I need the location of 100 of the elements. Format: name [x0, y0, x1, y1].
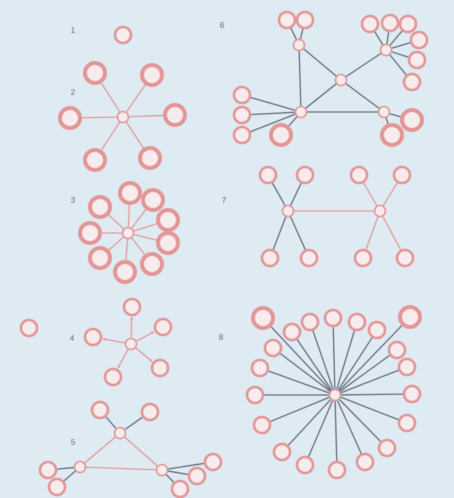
circle-node: [138, 146, 162, 170]
circle-node: [296, 10, 314, 30]
connector: [268, 370, 330, 394]
circle-node: [114, 26, 132, 44]
circle-node: [324, 308, 342, 328]
circle-node: [84, 328, 102, 346]
circle-node: [140, 402, 160, 422]
circle-node: [122, 226, 134, 240]
circle-node: [154, 318, 172, 336]
circle-node: [282, 322, 302, 342]
circle-node: [398, 14, 418, 34]
connector: [346, 83, 380, 109]
circle-node: [400, 108, 424, 132]
circle-node: [204, 452, 222, 472]
connector: [131, 209, 146, 228]
circle-node: [296, 166, 314, 184]
circle-node: [118, 181, 142, 205]
circle-node: [58, 106, 82, 130]
circle-node: [258, 166, 278, 184]
connector: [131, 238, 146, 255]
connector: [338, 399, 381, 442]
circle-node: [140, 63, 164, 87]
circle-node: [402, 384, 422, 404]
connector: [280, 353, 330, 392]
circle-node: [398, 414, 416, 432]
connector: [101, 122, 120, 150]
circle-node: [300, 248, 318, 268]
circle-node: [156, 231, 180, 255]
connector: [298, 51, 302, 106]
connector: [108, 214, 124, 230]
panel-number: 4: [70, 335, 74, 341]
connector: [124, 416, 143, 430]
connector: [382, 216, 402, 250]
connector: [332, 327, 336, 389]
circle-node: [156, 464, 168, 476]
connector: [64, 470, 76, 482]
connector: [134, 234, 157, 241]
connector: [374, 32, 384, 45]
circle-node: [232, 106, 252, 124]
circle-node: [156, 208, 180, 232]
circle-node: [328, 460, 346, 480]
connector: [312, 330, 334, 390]
circle-node: [408, 50, 426, 70]
connector: [251, 112, 295, 116]
connector: [264, 394, 329, 396]
connector: [288, 399, 332, 446]
circle-node: [122, 298, 142, 316]
circle-node: [354, 248, 372, 268]
connector: [389, 54, 407, 76]
circle-node: [398, 305, 422, 329]
panel-number: 3: [71, 197, 75, 203]
circle-node: [296, 456, 314, 474]
circle-node: [150, 358, 170, 378]
panel-number: 2: [71, 89, 75, 95]
panel-number: 7: [222, 197, 226, 203]
connector: [338, 325, 402, 391]
circle-node: [269, 123, 293, 147]
connector: [336, 400, 362, 454]
connector: [296, 339, 332, 390]
connector: [392, 51, 408, 58]
connector: [392, 42, 410, 49]
connector: [102, 232, 122, 234]
connector: [129, 114, 164, 118]
connector: [250, 96, 296, 111]
connector: [168, 470, 188, 476]
circle-node: [124, 338, 138, 350]
circle-node: [348, 312, 366, 332]
circle-node: [350, 166, 368, 184]
connector: [168, 462, 204, 470]
connector: [340, 370, 399, 394]
connector: [294, 210, 374, 212]
circle-node: [356, 452, 374, 472]
connector: [308, 400, 334, 457]
connector: [303, 48, 337, 76]
circle-node: [388, 340, 406, 360]
connector: [382, 182, 398, 206]
circle-node: [272, 442, 292, 462]
connector: [134, 223, 157, 232]
circle-node: [250, 358, 270, 378]
circle-node: [116, 110, 130, 124]
connector: [108, 236, 124, 250]
connector: [290, 28, 297, 40]
connector: [272, 216, 286, 250]
connector: [307, 111, 378, 113]
circle-node: [264, 338, 282, 358]
circle-node: [380, 44, 392, 56]
connector: [125, 239, 128, 260]
connector: [128, 204, 130, 227]
circle-node: [48, 478, 66, 496]
circle-node: [232, 126, 252, 144]
connector: [338, 337, 372, 390]
circle-node: [402, 72, 422, 92]
circle-node: [334, 74, 348, 86]
connector: [126, 84, 146, 112]
circle-node: [410, 30, 428, 50]
circle-node: [20, 318, 38, 338]
connector: [340, 354, 390, 392]
circle-node: [278, 10, 296, 30]
circle-node: [140, 252, 164, 276]
circle-node: [380, 14, 400, 32]
